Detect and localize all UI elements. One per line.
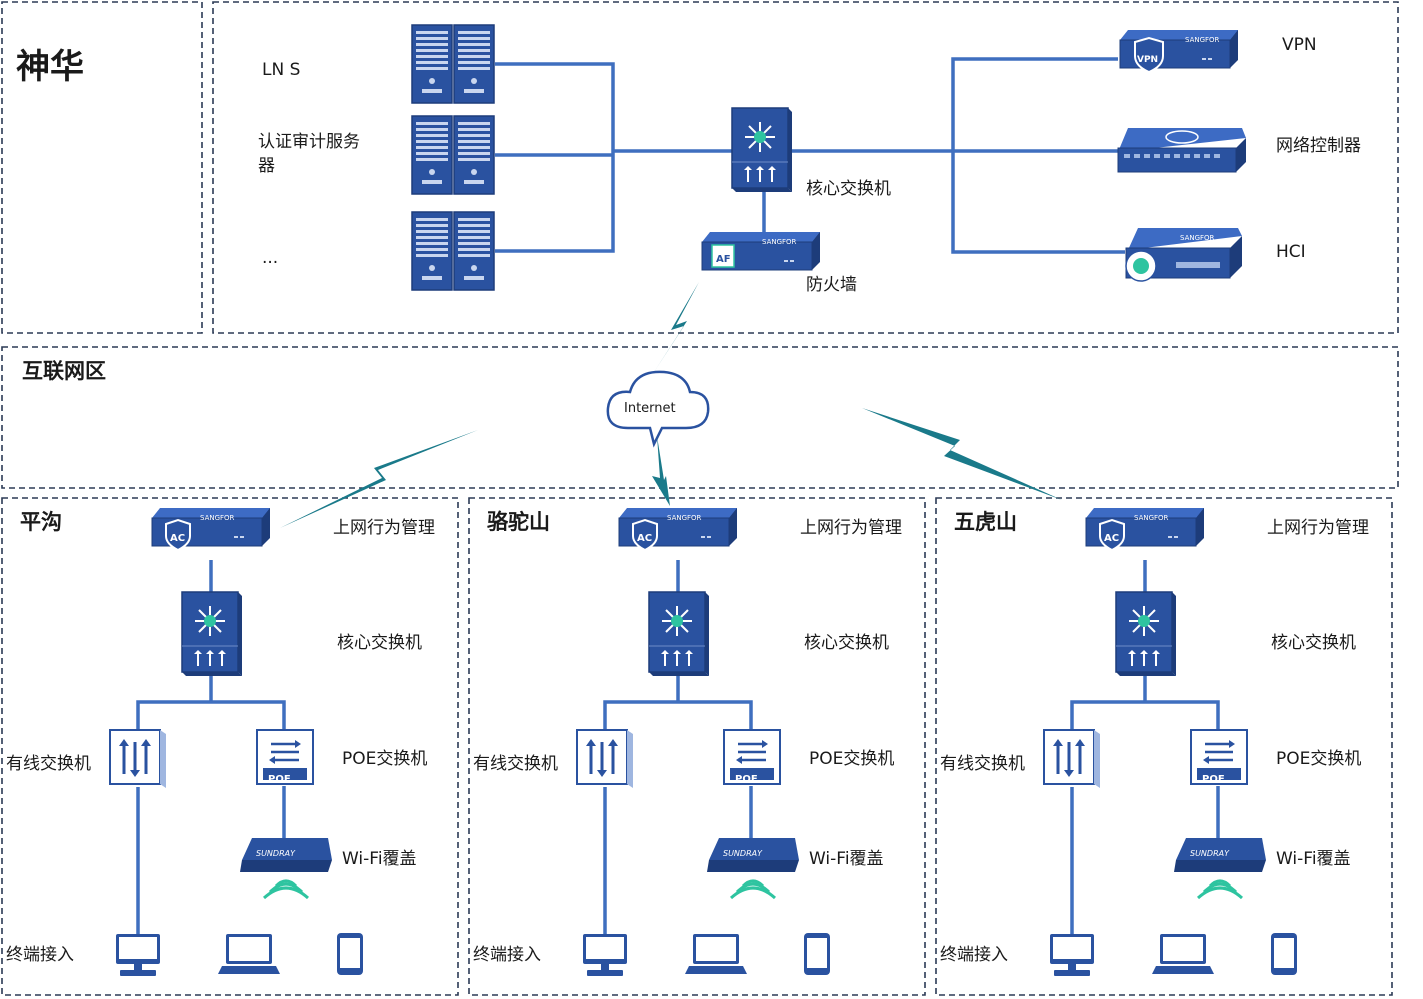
server-label-more: ... xyxy=(262,248,278,268)
wired-switch-label: 有线交换机 xyxy=(940,754,1025,774)
branch-zone-3 xyxy=(935,497,1393,996)
wan-bolt-firewall xyxy=(654,282,699,372)
core-label: 核心交换机 xyxy=(1271,633,1356,653)
vpn-badge: VPN xyxy=(1137,55,1158,65)
wan-bolt-branch-2 xyxy=(652,436,670,506)
desktop-pc-icon xyxy=(583,934,627,976)
hq-title-zone xyxy=(1,1,203,334)
poe-switch-label: POE交换机 xyxy=(809,749,894,769)
wired-switch-label: 有线交换机 xyxy=(473,754,558,774)
laptop-icon xyxy=(685,934,747,974)
internet-cloud-label: Internet xyxy=(624,401,676,416)
ac-brand: SANGFOR xyxy=(200,514,235,522)
ap-brand: SUNDRAY xyxy=(1190,849,1230,858)
wireless-ap-icon xyxy=(1172,836,1268,900)
terminal-label: 终端接入 xyxy=(940,945,1008,965)
branch-zone-1 xyxy=(1,497,459,996)
firewall-label: 防火墙 xyxy=(806,275,857,295)
core-switch-icon xyxy=(731,107,793,193)
phone-icon xyxy=(804,933,830,975)
wifi-label: Wi-Fi覆盖 xyxy=(809,849,884,869)
ac-badge: AC xyxy=(170,533,185,544)
internet-zone xyxy=(1,346,1399,489)
branch-zone-2 xyxy=(468,497,926,996)
server-label-auth: 认证审计服务器 xyxy=(258,132,360,176)
ac-brand: SANGFOR xyxy=(667,514,702,522)
wired-switch-icon xyxy=(108,728,168,790)
network-controller-label: 网络控制器 xyxy=(1276,136,1361,156)
branch-title: 五虎山 xyxy=(954,510,1017,534)
wired-switch-icon xyxy=(1042,728,1102,790)
wireless-ap-icon xyxy=(238,836,334,900)
ac-label: 上网行为管理 xyxy=(333,518,435,538)
desktop-pc-icon xyxy=(116,934,160,976)
core-switch-icon xyxy=(648,591,710,677)
poe-badge: POE xyxy=(735,774,758,785)
hq-core-label: 核心交换机 xyxy=(806,179,891,199)
firewall-brand: SANGFOR xyxy=(762,238,797,246)
wired-switch-label: 有线交换机 xyxy=(6,754,91,774)
ac-badge: AC xyxy=(1104,533,1119,544)
branch-title: 平沟 xyxy=(20,510,62,534)
phone-icon xyxy=(1271,933,1297,975)
vpn-brand: SANGFOR xyxy=(1185,36,1220,44)
hci-label: HCI xyxy=(1276,242,1306,262)
poe-switch-label: POE交换机 xyxy=(1276,749,1361,769)
internet-cloud-icon xyxy=(606,370,710,448)
core-label: 核心交换机 xyxy=(804,633,889,653)
network-controller-icon xyxy=(1117,128,1246,173)
ac-label: 上网行为管理 xyxy=(1267,518,1369,538)
desktop-pc-icon xyxy=(1050,934,1094,976)
poe-switch-label: POE交换机 xyxy=(342,749,427,769)
poe-badge: POE xyxy=(1202,774,1225,785)
ac-badge: AC xyxy=(637,533,652,544)
hq-links xyxy=(495,57,1125,254)
wired-switch-icon xyxy=(575,728,635,790)
laptop-icon xyxy=(218,934,280,974)
hq-zone xyxy=(212,1,1399,334)
terminal-label: 终端接入 xyxy=(6,945,74,965)
branch-title: 骆驼山 xyxy=(487,510,550,534)
laptop-icon xyxy=(1152,934,1214,974)
vpn-label: VPN xyxy=(1282,35,1317,55)
wan-bolt-branch-3 xyxy=(862,408,1062,500)
ac-label: 上网行为管理 xyxy=(800,518,902,538)
ac-brand: SANGFOR xyxy=(1134,514,1169,522)
core-label: 核心交换机 xyxy=(337,633,422,653)
internet-zone-title: 互联网区 xyxy=(22,359,106,383)
hci-icon xyxy=(1125,228,1242,282)
server-icon xyxy=(411,211,495,291)
wan-bolt-branch-1 xyxy=(280,430,478,528)
core-switch-icon xyxy=(181,591,243,677)
wifi-label: Wi-Fi覆盖 xyxy=(342,849,417,869)
wifi-label: Wi-Fi覆盖 xyxy=(1276,849,1351,869)
server-label-lns: LN S xyxy=(262,60,300,80)
ap-brand: SUNDRAY xyxy=(256,849,296,858)
ap-brand: SUNDRAY xyxy=(723,849,763,858)
poe-badge: POE xyxy=(268,774,291,785)
terminal-label: 终端接入 xyxy=(473,945,541,965)
server-icon xyxy=(411,24,495,104)
core-switch-icon xyxy=(1115,591,1177,677)
firewall-badge: AF xyxy=(716,254,731,265)
wireless-ap-icon xyxy=(705,836,801,900)
server-icon xyxy=(411,115,495,195)
hq-title: 神华 xyxy=(16,47,84,87)
hci-brand: SANGFOR xyxy=(1180,234,1215,242)
phone-icon xyxy=(337,933,363,975)
